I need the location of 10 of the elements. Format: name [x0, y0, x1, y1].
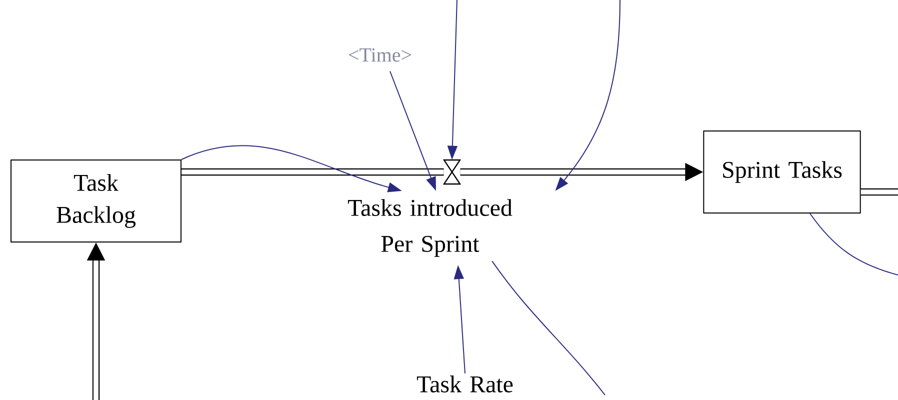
stock-box: Task Backlog [10, 160, 182, 242]
stock-box: Sprint Tasks [703, 130, 861, 214]
variable-label: Task Rate [416, 376, 513, 392]
link-line [810, 213, 898, 276]
variable-label: Tasks introduced Per Sprint [348, 199, 512, 257]
link-line [492, 260, 606, 396]
valve-symbol [442, 159, 462, 185]
shadow-variable-label: <Time> [348, 48, 412, 62]
flow-pipe [860, 188, 898, 196]
flow-pipe [182, 168, 444, 176]
